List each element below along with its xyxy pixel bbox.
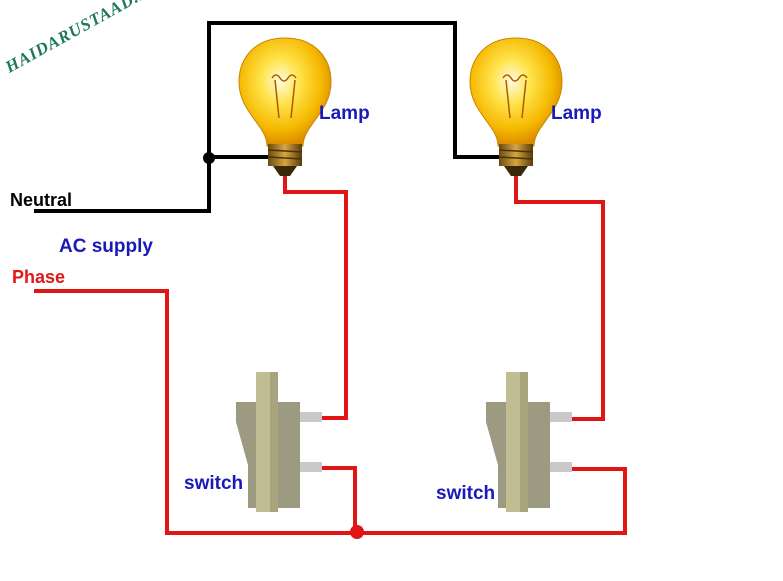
neutral-junction-dot <box>203 152 215 164</box>
phase-label: Phase <box>12 267 66 287</box>
lamp-right-switch-wire <box>514 176 605 421</box>
bulb-filament <box>271 74 297 119</box>
bulb-tip <box>504 166 528 176</box>
phase-junction-dot <box>350 525 364 539</box>
switch-terminal-bottom <box>300 462 322 472</box>
phase-switch-left-feed-wire <box>320 466 357 535</box>
lamp-left-label: Lamp <box>319 103 370 124</box>
neutral-wires <box>34 21 509 213</box>
switch-left-label: switch <box>184 473 244 494</box>
phase-wires <box>34 176 627 535</box>
neutral-supply-wire <box>34 21 509 213</box>
switch-terminal-top <box>550 412 572 422</box>
switch-left <box>236 372 322 512</box>
switch-right-label: switch <box>436 483 496 504</box>
lamp-right <box>469 37 563 176</box>
switch-terminal-bottom <box>550 462 572 472</box>
switch-terminal-top <box>300 412 322 422</box>
switch-right <box>486 372 572 512</box>
lamp-left <box>238 37 332 176</box>
bulb-glass <box>238 37 332 147</box>
bulb-tip <box>273 166 297 176</box>
bulb-base <box>268 144 302 166</box>
ac-supply-label: AC supply <box>59 236 153 257</box>
lamp-left-switch-wire <box>283 176 348 420</box>
bulb-base <box>499 144 533 166</box>
lamp-right-label: Lamp <box>551 103 602 124</box>
phase-supply-wire <box>34 289 627 535</box>
bulb-filament <box>502 74 528 119</box>
neutral-label: Neutral <box>10 190 73 210</box>
bulb-glass <box>469 37 563 147</box>
